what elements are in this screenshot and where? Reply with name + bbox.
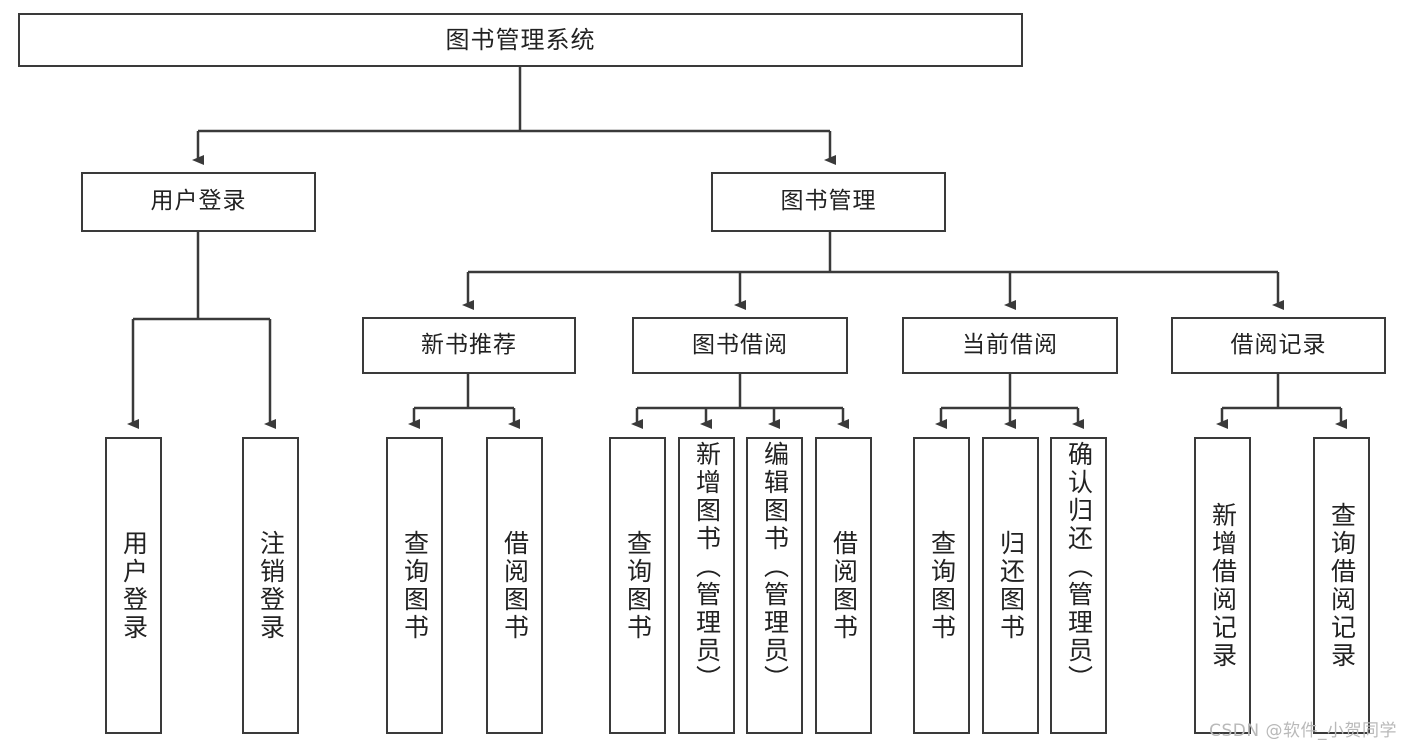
node-root-system[interactable]: 图书管理系统: [18, 13, 1023, 67]
leaf-current-return-book[interactable]: 归还图书: [982, 437, 1039, 734]
leaf-borrow-add-book-inner: 新增图书（管理员）: [680, 437, 733, 734]
csdn-watermark: CSDN @软件_小贺同学: [1209, 721, 1397, 741]
leaf-borrow-edit-book-label: 编辑图书（管理员）: [760, 441, 790, 693]
leaf-current-confirm-return-label: 确认归还（管理员）: [1064, 441, 1094, 693]
leaf-borrow-query-book-inner: 查询图书: [611, 439, 664, 732]
leaf-current-query-book[interactable]: 查询图书: [913, 437, 970, 734]
leaf-current-return-book-inner: 归还图书: [984, 439, 1037, 732]
leaf-user-logout-inner: 注销登录: [244, 439, 297, 732]
node-current-borrow[interactable]: 当前借阅: [902, 317, 1118, 374]
leaf-user-login[interactable]: 用户登录: [105, 437, 162, 734]
leaf-borrow-borrow-book[interactable]: 借阅图书: [815, 437, 872, 734]
leaf-user-login-inner: 用户登录: [107, 439, 160, 732]
leaf-borrow-query-book[interactable]: 查询图书: [609, 437, 666, 734]
leaf-current-query-book-inner: 查询图书: [915, 439, 968, 732]
leaf-borrow-borrow-book-label: 借阅图书: [829, 529, 859, 642]
leaf-current-confirm-return-inner: 确认归还（管理员）: [1052, 437, 1105, 734]
leaf-current-query-book-label: 查询图书: [927, 529, 957, 642]
leaf-borrow-edit-book[interactable]: 编辑图书（管理员）: [746, 437, 803, 734]
leaf-user-logout[interactable]: 注销登录: [242, 437, 299, 734]
leaf-record-add-inner: 新增借阅记录: [1196, 439, 1249, 732]
leaf-recommend-query-book-label: 查询图书: [400, 529, 430, 642]
leaf-record-add-label: 新增借阅记录: [1208, 501, 1238, 670]
leaf-borrow-query-book-label: 查询图书: [623, 529, 653, 642]
leaf-record-add[interactable]: 新增借阅记录: [1194, 437, 1251, 734]
leaf-record-query[interactable]: 查询借阅记录: [1313, 437, 1370, 734]
leaf-recommend-query-book[interactable]: 查询图书: [386, 437, 443, 734]
leaf-record-query-label: 查询借阅记录: [1327, 501, 1357, 670]
leaf-borrow-borrow-book-inner: 借阅图书: [817, 439, 870, 732]
leaf-borrow-edit-book-inner: 编辑图书（管理员）: [748, 437, 801, 734]
leaf-current-return-book-label: 归还图书: [996, 529, 1026, 642]
leaf-current-confirm-return[interactable]: 确认归还（管理员）: [1050, 437, 1107, 734]
leaf-user-logout-label: 注销登录: [256, 529, 286, 642]
leaf-recommend-borrow-book-label: 借阅图书: [500, 529, 530, 642]
leaf-record-query-inner: 查询借阅记录: [1315, 439, 1368, 732]
node-borrow-record[interactable]: 借阅记录: [1171, 317, 1386, 374]
node-user-login[interactable]: 用户登录: [81, 172, 316, 232]
node-book-borrow[interactable]: 图书借阅: [632, 317, 848, 374]
leaf-borrow-add-book-label: 新增图书（管理员）: [692, 441, 722, 693]
leaf-recommend-borrow-book[interactable]: 借阅图书: [486, 437, 543, 734]
node-new-book-recommend[interactable]: 新书推荐: [362, 317, 576, 374]
leaf-user-login-label: 用户登录: [119, 529, 149, 642]
leaf-recommend-query-book-inner: 查询图书: [388, 439, 441, 732]
leaf-recommend-borrow-book-inner: 借阅图书: [488, 439, 541, 732]
node-book-management[interactable]: 图书管理: [711, 172, 946, 232]
leaf-borrow-add-book[interactable]: 新增图书（管理员）: [678, 437, 735, 734]
